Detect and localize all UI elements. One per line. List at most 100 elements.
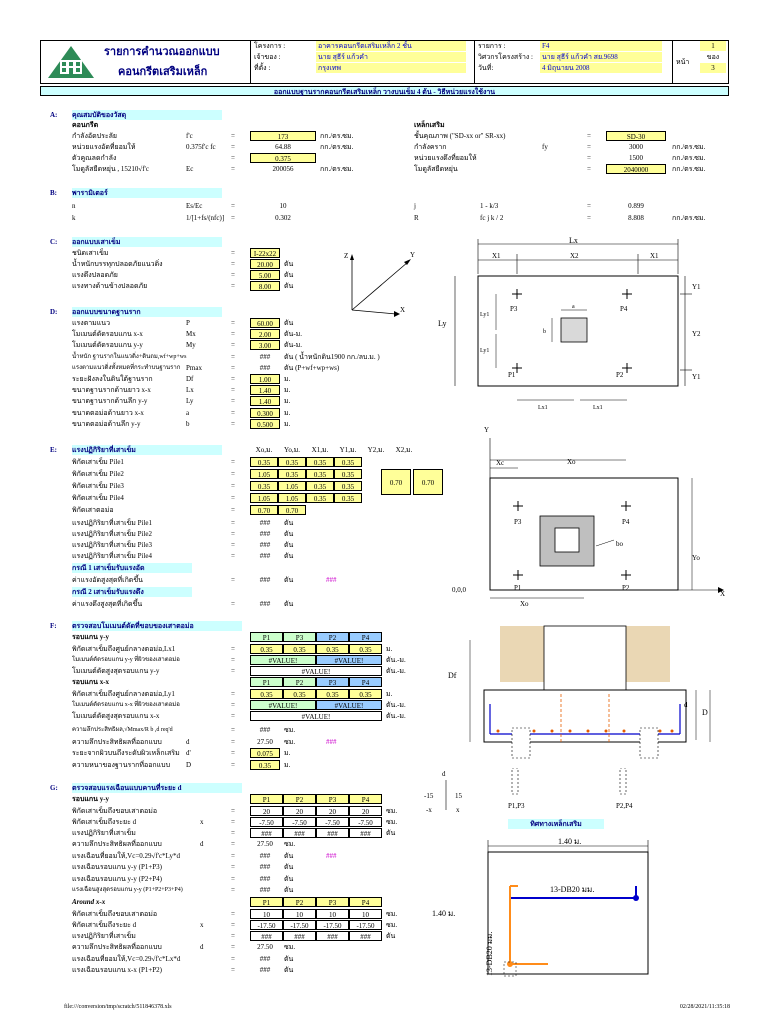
shear-row-label: พิกัดเสาเข็มถึงขอบเสาตอม่อ [72,807,158,815]
footing-prop-label: ขนาดตอม่อด้านลึก y-y [72,419,141,428]
pile-coord-value: 1.05 [250,493,278,503]
unit-label: ซม. [386,921,398,929]
equals-sign: = [231,932,235,940]
footing-prop-value: 3.00 [250,340,280,351]
steel-prop-label: หน่วยแรงดึงที่ยอมให้ [414,154,477,162]
shear-row-value: 20 [283,806,316,816]
shear-row-value: -7.50 [250,817,283,827]
rebar-height-label: 1.40 ม. [432,909,455,918]
axis-heading: รอบแกน y-y [72,795,110,803]
pile-column-header: P1 [250,632,283,642]
equals-sign: = [231,271,235,279]
pile-column-header: P1 [250,677,283,687]
shear-d-label: d [442,770,446,778]
footing-prop-label: ระยะฝังลงในดินใต้ฐานราก [72,375,153,383]
moment-row-value: 0.35 [349,644,382,654]
pile-coord-label: พิกัดเสาเข็ม Pile3 [72,482,124,490]
plan-y1-top: Y1 [692,283,701,291]
footing-prop-value: 0.300 [250,407,280,418]
pile-coord-value: 1.05 [278,493,306,503]
axis-y-label: Y [410,251,415,259]
shear-row-label: แรงปฏิกิริยาที่เสาเข็ม [72,829,136,837]
rebar-detail-diagram: 1.40 ม. 1.40 ม. 13-DB20 มม. 13-DB20 มม. [432,837,649,977]
unit-label: ตัน [284,541,294,549]
unit-label: ตัน [284,552,294,560]
footing-prop-symbol: Lx [186,386,194,395]
plan-p4-label: P4 [620,305,628,313]
moment-row-label: โมเมนต์ดัดสูงสุดรอบแกน y-y [72,667,160,675]
unit-label: ซม. [284,943,296,951]
pile-column-header: P3 [283,632,316,642]
rebar-direction-caption: ทิศทางเหล็กเสริม [508,819,604,829]
shear-check: ### [326,851,337,860]
shear-row-value: ### [316,931,349,941]
concrete-prop-value: 200056 [272,165,294,173]
footing-prop-label: ขนาดตอม่อด้านยาว x-x [72,408,144,417]
moment-row-value: 0.35 [283,644,316,654]
plan-lx-label: Lx [569,236,578,245]
section-c-letter: C: [50,238,58,246]
shear-row-label: พิกัดเสาเข็มถึงระยะ d [72,921,137,929]
plan2-x-label: X [720,590,725,598]
shear-extra-value: 27.50 [257,840,273,848]
concrete-prop-value: 0.375 [250,153,316,163]
param-formula: 1/[1+fs/(nfc)] [186,214,225,222]
plan-p3-label: P3 [510,305,518,313]
equals-sign: = [231,154,235,162]
concrete-prop-symbol: f'c [186,132,193,140]
section-b-title: พารามิเตอร์ [72,188,222,198]
shear-column-header: P1 [250,794,283,804]
shear-plus15: 15 [455,792,463,800]
unit-label: ซม. [386,910,398,918]
unit-label: ตัน [284,519,294,527]
reaction-label: แรงปฏิกิริยาที่เสาเข็ม Pile1 [72,519,153,527]
shear-row-label: พิกัดเสาเข็มถึงระยะ d [72,818,137,826]
footing-prop-value: 2.00 [250,329,280,340]
axis-x-label: X [400,306,405,314]
shear-row-value: ### [349,931,382,941]
shear-p13-label: P1,P3 [508,802,525,810]
shear-extra-label: ความลึกประสิทธิผลที่ออกแบบ [72,840,162,848]
reaction-label: แรงปฏิกิริยาที่เสาเข็ม Pile4 [72,552,153,560]
pile-prop-label: แรงดึงปลอดภัย [72,271,118,279]
pile-coord-label: พิกัดเสาเข็ม Pile4 [72,494,124,502]
shear-row-value: ### [349,828,382,838]
pile-coord-label: พิกัดเสาเข็ม Pile2 [72,470,124,478]
coord-column-header: X2,ม. [395,446,413,454]
depth-row-symbol: d' [186,749,191,757]
footing-prop-label: น้ำหนัก ฐานรากในแนวดิ่ง+ดินถม,wf+wp+ws [72,353,187,360]
concrete-prop-label: หน่วยแรงอัดที่ยอมให้ [72,143,136,151]
moment-row-value: #VALUE! [250,711,382,721]
case1-heading: กรณี 1 เสาเข็มรับแรงอัด [72,563,192,573]
header-divider-3 [672,40,673,84]
shear-row-value: 10 [250,909,283,919]
pile-prop-label: แรงทางด้านข้างปลอดภัย [72,282,148,290]
unit-label: ตัน (P+wf+wp+ws) [284,363,340,372]
report-title-2: คอนกรีตเสริมเหล็ก [118,66,208,78]
concrete-prop-symbol: Ec [186,165,194,173]
pile-coord-value: 0.35 [278,469,306,479]
pile-coord-value: 1.05 [250,469,278,479]
pile-prop-label: ชนิดเสาเข็ม [72,249,109,257]
page-number: 1 [700,41,726,51]
axis-heading: รอบแกน y-y [72,633,110,641]
engineer-value: นาย สุธีร์ แก้วคำ สย.9698 [540,52,662,62]
footing-prop-symbol: Ly [186,397,194,406]
equals-sign: = [231,375,235,383]
equals-sign: = [231,165,235,173]
shear-extra-value: ### [259,966,271,974]
coord-column-header: Y1,ม. [339,446,357,454]
shear-row-value: -17.50 [349,920,382,930]
shear-column-header: P2 [283,794,316,804]
axis-heading: รอบแกน x-x [72,678,110,686]
unit-label: ตัน [284,874,294,883]
footing-prop-symbol: Mx [186,330,196,339]
plan-b-label: b [543,329,546,335]
pile-coord-label: พิกัดเสาเข็ม Pile1 [72,458,124,466]
param-formula-2: 1 - k/3 [480,202,499,210]
section-d-title: ออกแบบขนาดฐานราก [72,307,222,317]
shear-row-value: ### [316,828,349,838]
pile-coord-value: 0.35 [250,457,278,467]
unit-label: ตัน-ม. [284,330,303,339]
unit-label: กก./ตร.ซม. [320,143,354,151]
